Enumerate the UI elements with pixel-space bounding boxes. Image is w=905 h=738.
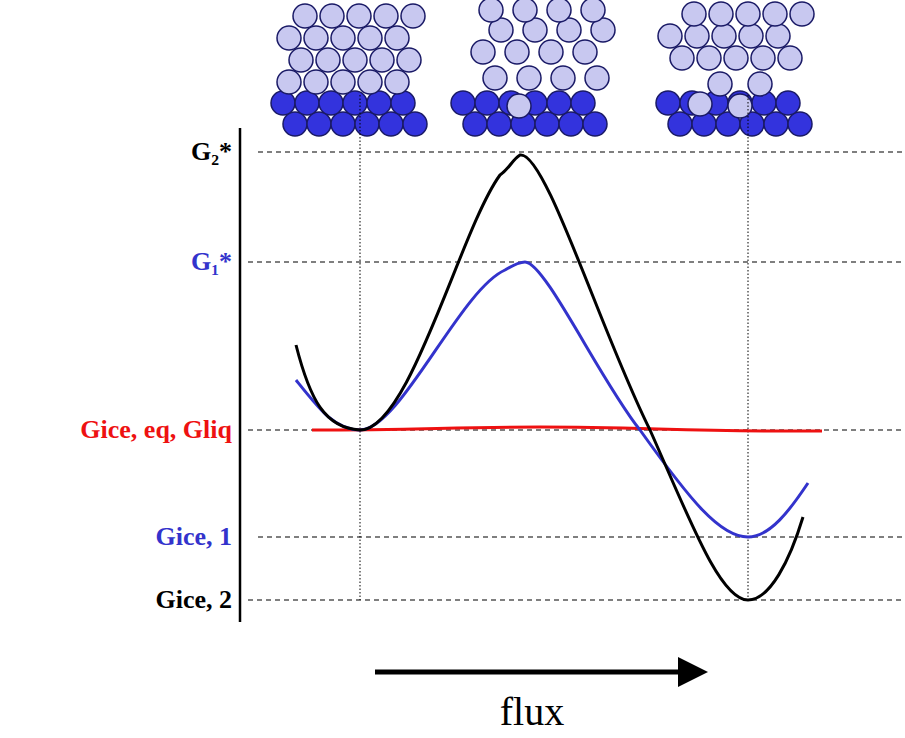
molecule bbox=[307, 112, 331, 136]
energy-curve-1 bbox=[296, 262, 808, 537]
molecule bbox=[764, 112, 788, 136]
molecule bbox=[712, 24, 736, 48]
molecule bbox=[401, 4, 425, 28]
molecule bbox=[505, 40, 529, 64]
molecule bbox=[403, 112, 427, 136]
molecule bbox=[331, 26, 355, 50]
molecule bbox=[513, 0, 537, 22]
molecule bbox=[551, 66, 575, 90]
molecule bbox=[487, 112, 511, 136]
molecule bbox=[788, 112, 812, 136]
molecule bbox=[277, 26, 301, 50]
energy-level-label: G₁* bbox=[189, 249, 234, 275]
molecule bbox=[697, 46, 721, 70]
molecule bbox=[547, 0, 571, 22]
axis-label: flux bbox=[498, 692, 566, 732]
molecule bbox=[343, 91, 367, 115]
molecule bbox=[451, 91, 475, 115]
molecule bbox=[658, 24, 682, 48]
molecule bbox=[559, 112, 583, 136]
molecule bbox=[471, 40, 495, 64]
molecule bbox=[277, 70, 301, 94]
molecule bbox=[355, 112, 379, 136]
level-lines bbox=[248, 152, 905, 600]
molecule bbox=[670, 46, 694, 70]
energy-level-label: Gice, 2 bbox=[153, 587, 234, 613]
equilibrium-curve bbox=[312, 427, 822, 431]
molecule bbox=[479, 0, 503, 22]
molecule bbox=[748, 72, 772, 96]
molecule bbox=[776, 91, 800, 115]
molecule bbox=[385, 26, 409, 50]
energy-curve-2 bbox=[296, 155, 803, 600]
molecule bbox=[463, 112, 487, 136]
molecule bbox=[688, 92, 712, 116]
molecule bbox=[739, 24, 763, 48]
flux-arrow bbox=[375, 670, 688, 675]
molecule bbox=[319, 91, 343, 115]
molecule bbox=[379, 112, 403, 136]
molecule bbox=[751, 46, 775, 70]
molecule bbox=[507, 94, 531, 118]
energy-level-label: G₂* bbox=[189, 139, 234, 165]
molecule bbox=[358, 70, 382, 94]
molecule bbox=[724, 46, 748, 70]
molecule bbox=[331, 70, 355, 94]
molecule-clusters bbox=[271, 0, 814, 136]
molecule bbox=[271, 91, 295, 115]
molecule bbox=[397, 48, 421, 72]
molecule bbox=[483, 66, 507, 90]
energy-level-label: Gice, 1 bbox=[153, 524, 234, 550]
molecule bbox=[304, 70, 328, 94]
molecule bbox=[304, 26, 328, 50]
molecule bbox=[331, 112, 355, 136]
molecule bbox=[573, 40, 597, 64]
molecule bbox=[283, 112, 307, 136]
molecule bbox=[581, 0, 605, 22]
molecule bbox=[370, 48, 394, 72]
molecule bbox=[475, 91, 499, 115]
molecule bbox=[766, 24, 790, 48]
molecule bbox=[778, 46, 802, 70]
molecule bbox=[289, 48, 313, 72]
molecule bbox=[293, 4, 317, 28]
energy-axis bbox=[239, 128, 242, 622]
molecule bbox=[320, 4, 344, 28]
molecule bbox=[583, 112, 607, 136]
molecule bbox=[656, 91, 680, 115]
molecule bbox=[790, 2, 814, 26]
molecule bbox=[535, 112, 559, 136]
molecule bbox=[385, 70, 409, 94]
molecule bbox=[571, 91, 595, 115]
molecule bbox=[316, 48, 340, 72]
molecule bbox=[517, 66, 541, 90]
molecule bbox=[343, 48, 367, 72]
molecule bbox=[347, 4, 371, 28]
molecule bbox=[391, 91, 415, 115]
molecule bbox=[374, 4, 398, 28]
molecule bbox=[539, 40, 563, 64]
molecule bbox=[736, 2, 760, 26]
molecule bbox=[585, 66, 609, 90]
molecule bbox=[708, 72, 732, 96]
state-markers bbox=[360, 95, 748, 600]
molecule bbox=[709, 2, 733, 26]
molecule bbox=[358, 26, 382, 50]
molecule bbox=[547, 91, 571, 115]
molecule bbox=[763, 2, 787, 26]
molecule bbox=[685, 24, 709, 48]
molecule bbox=[682, 2, 706, 26]
molecule bbox=[668, 112, 692, 136]
energy-level-label: Gice, eq, Gliq bbox=[78, 417, 234, 443]
